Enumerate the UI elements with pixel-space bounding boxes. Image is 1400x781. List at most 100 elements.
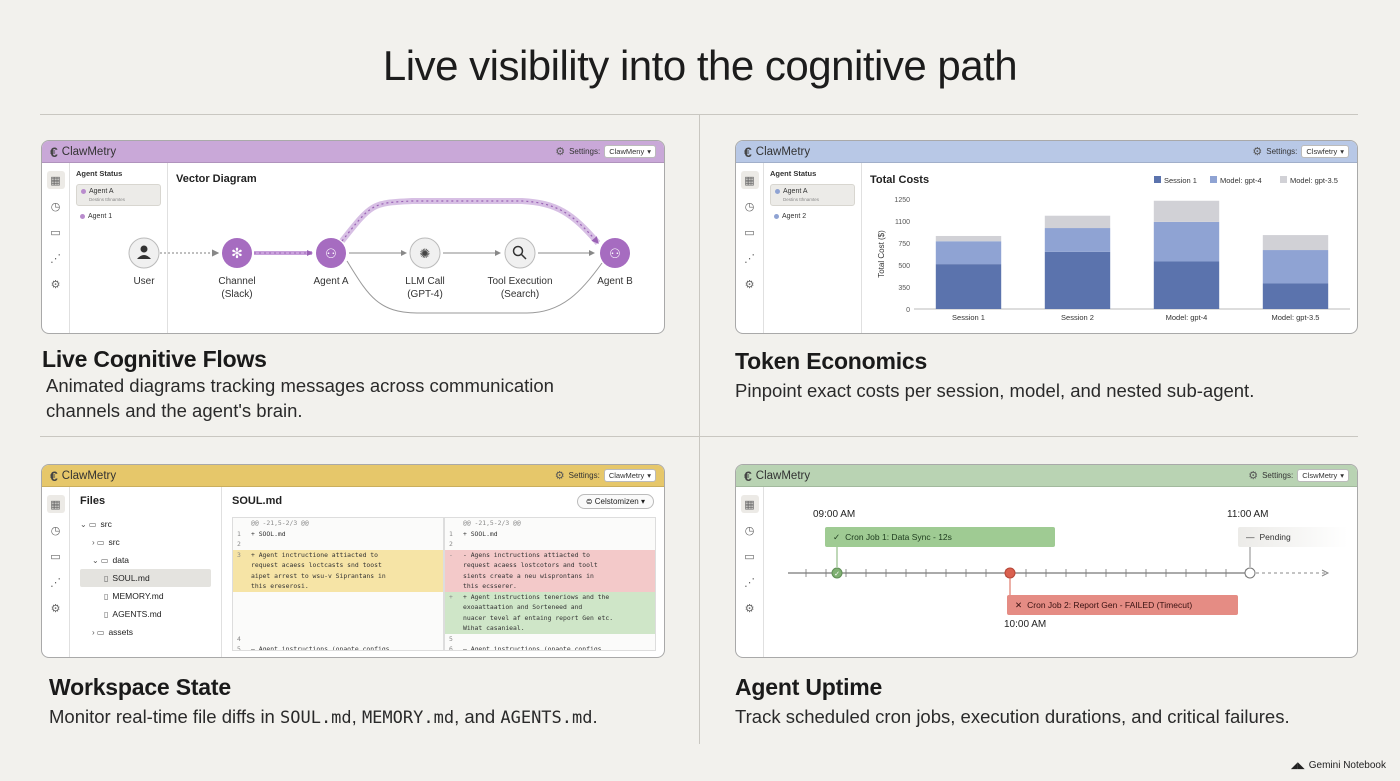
node-agent-b[interactable] xyxy=(600,238,630,268)
divider-vertical xyxy=(699,114,700,744)
costs-description: Pinpoint exact costs per session, model,… xyxy=(735,380,1255,401)
clawmetry-logo-icon: € xyxy=(744,467,752,484)
clawmetry-logo-icon: € xyxy=(50,143,58,160)
node-user[interactable] xyxy=(128,237,160,269)
gear-icon[interactable]: ⚙ xyxy=(554,470,565,482)
workspace-titlebar: € ClawMetry ⚙ Settings: ClawMetry▾ xyxy=(42,465,664,487)
nodes-icon[interactable]: ⋰ xyxy=(50,252,61,265)
svg-text:⚇: ⚇ xyxy=(325,247,337,262)
customize-button[interactable]: ⊜ Celstomizen ▾ xyxy=(576,494,654,509)
tree-item[interactable]: ▯MEMORY.md xyxy=(104,591,164,601)
flows-titlebar: € ClawMetry ⚙ Settings: ClawMeny▾ xyxy=(42,141,664,163)
tree-item[interactable]: ▯SOUL.md xyxy=(80,569,211,587)
diff-line: 4 xyxy=(237,634,241,643)
legend-label: Session 1 xyxy=(1164,176,1197,185)
grid-icon[interactable]: ▦ xyxy=(740,495,759,513)
check-icon: ✓ xyxy=(833,531,841,542)
gear-icon[interactable]: ⚙ xyxy=(50,602,61,615)
status-dot-icon xyxy=(775,189,780,194)
clock-icon[interactable]: ◷ xyxy=(744,524,755,537)
marker-pending[interactable] xyxy=(1244,567,1256,579)
gear-icon[interactable]: ⚙ xyxy=(744,602,755,615)
timeline: ✓ xyxy=(788,547,1330,595)
tree-item[interactable]: ⌄ ▭src xyxy=(80,519,112,529)
gear-icon[interactable]: ⚙ xyxy=(1252,146,1263,158)
gear-icon[interactable]: ⚙ xyxy=(555,146,566,158)
cron-job-failed[interactable]: ✕Cron Job 2: Report Gen - FAILED (Timecu… xyxy=(1007,595,1238,615)
node-tool-execution[interactable] xyxy=(504,237,536,269)
clock-icon[interactable]: ◷ xyxy=(50,200,61,213)
cron-job-success[interactable]: ✓Cron Job 1: Data Sync - 12s xyxy=(825,527,1055,547)
svg-text:✻: ✻ xyxy=(231,246,243,262)
calendar-icon[interactable]: ▭ xyxy=(50,550,61,563)
marker-success[interactable] xyxy=(831,567,843,579)
calendar-icon[interactable]: ▭ xyxy=(50,226,61,239)
clock-icon[interactable]: ◷ xyxy=(50,524,61,537)
settings-select[interactable]: Clswfetry▾ xyxy=(1301,145,1349,158)
node-label-tool: Tool Execution(Search) xyxy=(487,276,553,300)
diff-line: request acaess lostcotors and toolt xyxy=(445,560,655,571)
x-tick-label: Session 1 xyxy=(952,313,985,322)
diff-line: exoaattaation and Sorteneed and xyxy=(445,602,655,613)
diff-line: this ereserosi. xyxy=(233,581,443,592)
agent-item[interactable]: Agent 1 xyxy=(76,210,161,223)
files-title: Files xyxy=(80,495,106,507)
diff-line: ++ Agent instructions teneriows and the xyxy=(445,591,655,602)
calendar-icon[interactable]: ▭ xyxy=(744,226,755,239)
page-title: Live visibility into the cognitive path xyxy=(382,42,1018,89)
node-agent-a[interactable] xyxy=(316,238,346,268)
diff-line: Wihat casanieal. xyxy=(445,623,655,634)
diff-line: 5 xyxy=(449,634,453,643)
settings-select[interactable]: ClawMetry▾ xyxy=(603,469,656,482)
diff-line: nuacer tevel af entaing report Gen etc. xyxy=(445,612,655,623)
app-name: ClawMetry xyxy=(61,145,117,158)
uptime-heading: Agent Uptime xyxy=(735,674,883,700)
node-label-agent-a: Agent A xyxy=(313,276,349,287)
flow-diagram: ✻ ⚇ ✺ ⚇ xyxy=(128,198,630,314)
gear-icon[interactable]: ⚙ xyxy=(50,278,61,291)
grid-icon[interactable]: ▦ xyxy=(46,171,65,189)
settings-select[interactable]: ClswMetry▾ xyxy=(1297,469,1349,482)
node-label-user: User xyxy=(133,276,155,287)
node-channel[interactable] xyxy=(222,238,252,268)
tree-item[interactable]: ⌄ ▭data xyxy=(92,555,130,565)
clock-icon[interactable]: ◷ xyxy=(744,200,755,213)
gear-icon[interactable]: ⚙ xyxy=(744,278,755,291)
agent-item[interactable]: Agent 2 xyxy=(770,210,855,223)
folder-open-icon: ⌄ ▭ xyxy=(80,519,97,529)
calendar-icon[interactable]: ▭ xyxy=(744,550,755,563)
time-label-start: 09:00 AM xyxy=(813,509,856,520)
tree-item[interactable]: ▯AGENTS.md xyxy=(104,609,162,619)
cron-job-pending[interactable]: —Pending xyxy=(1238,527,1348,547)
bar-segment xyxy=(1262,283,1329,309)
nodes-icon[interactable]: ⋰ xyxy=(744,576,755,589)
gear-icon[interactable]: ⚙ xyxy=(1248,470,1259,482)
diff-line xyxy=(233,592,443,603)
settings-select[interactable]: ClawMeny▾ xyxy=(604,145,656,158)
x-tick-label: Model: gpt-4 xyxy=(1166,313,1208,322)
tree-item[interactable]: › ▭assets xyxy=(92,627,134,637)
marker-failed[interactable] xyxy=(1004,567,1016,579)
files-panel: Files ⌄ ▭src › ▭src ⌄ ▭data ▯SOUL.md ▯MEMORY… xyxy=(70,487,222,657)
nodes-icon[interactable]: ⋰ xyxy=(50,576,61,589)
tree-item[interactable]: › ▭src xyxy=(92,537,120,547)
diff-line: request acaess loctcasts snd toost xyxy=(233,560,443,571)
diagram-title: Vector Diagram xyxy=(176,173,257,185)
node-llm-call[interactable] xyxy=(409,237,441,269)
nodes-icon[interactable]: ⋰ xyxy=(744,252,755,265)
diff-line xyxy=(233,623,443,634)
uptime-titlebar: € ClawMetry ⚙ Settings: ClswMetry▾ xyxy=(736,465,1357,487)
diff-line: 2 xyxy=(449,540,453,549)
file-icon: ▯ xyxy=(104,609,109,619)
grid-icon[interactable]: ▦ xyxy=(740,171,759,189)
x-icon: ✕ xyxy=(1015,599,1023,610)
y-tick-label: 1250 xyxy=(894,197,910,204)
node-label-llm: LLM Call(GPT-4) xyxy=(405,276,445,300)
diff-filename: SOUL.md xyxy=(232,495,283,507)
grid-icon[interactable]: ▦ xyxy=(46,495,65,513)
